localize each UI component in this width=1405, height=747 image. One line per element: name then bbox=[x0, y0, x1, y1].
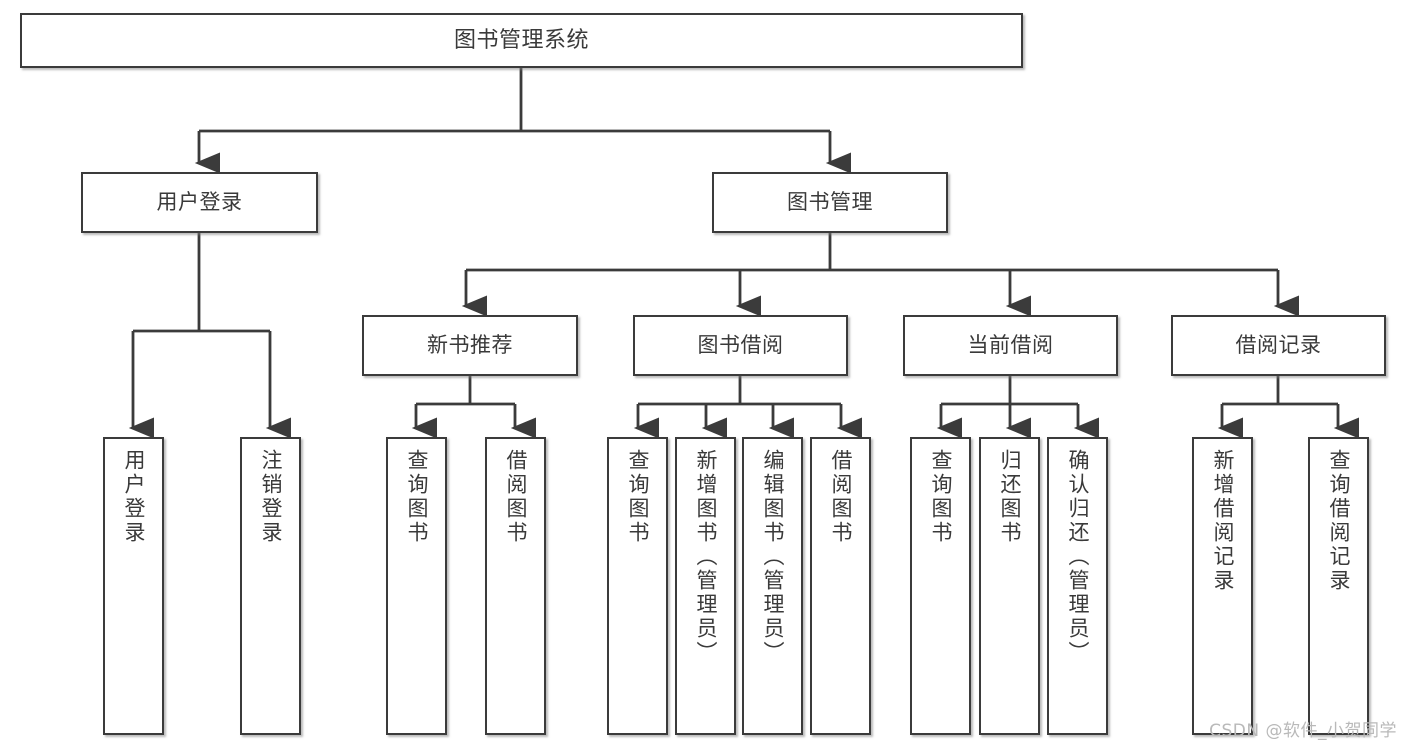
leaf-currentborrow-confirm-return-admin-label: 确认归还（管理员） bbox=[1066, 449, 1090, 665]
leaf-user-login[interactable]: 用户登录 bbox=[103, 437, 164, 735]
leaf-borrowrecord-add-record[interactable]: 新增借阅记录 bbox=[1192, 437, 1253, 735]
leaf-currentborrow-return-book[interactable]: 归还图书 bbox=[979, 437, 1040, 735]
leaf-bookborrow-edit-book-admin[interactable]: 编辑图书（管理员） bbox=[742, 437, 803, 735]
watermark: CSDN @软件_小贺同学 bbox=[1209, 721, 1397, 741]
leaf-borrowrecord-query-record-label: 查询借阅记录 bbox=[1327, 449, 1351, 593]
leaf-currentborrow-query-book[interactable]: 查询图书 bbox=[910, 437, 971, 735]
node-current-borrow-label: 当前借阅 bbox=[967, 333, 1054, 358]
leaf-currentborrow-confirm-return-admin[interactable]: 确认归还（管理员） bbox=[1047, 437, 1108, 735]
leaf-bookborrow-add-book-admin[interactable]: 新增图书（管理员） bbox=[675, 437, 736, 735]
leaf-currentborrow-return-book-label: 归还图书 bbox=[998, 449, 1022, 545]
node-current-borrow[interactable]: 当前借阅 bbox=[903, 315, 1118, 376]
leaf-bookborrow-borrow-book-label: 借阅图书 bbox=[829, 449, 853, 545]
leaf-bookborrow-query-book[interactable]: 查询图书 bbox=[607, 437, 668, 735]
leaf-newbook-borrow-book-label: 借阅图书 bbox=[504, 449, 528, 545]
leaf-bookborrow-borrow-book[interactable]: 借阅图书 bbox=[810, 437, 871, 735]
leaf-logout[interactable]: 注销登录 bbox=[240, 437, 301, 735]
leaf-bookborrow-edit-book-admin-label: 编辑图书（管理员） bbox=[761, 449, 785, 665]
leaf-logout-label: 注销登录 bbox=[259, 449, 283, 545]
node-root-label: 图书管理系统 bbox=[453, 27, 589, 53]
leaf-newbook-borrow-book[interactable]: 借阅图书 bbox=[485, 437, 546, 735]
node-user-login-label: 用户登录 bbox=[156, 190, 243, 215]
leaf-currentborrow-query-book-label: 查询图书 bbox=[929, 449, 953, 545]
node-book-management[interactable]: 图书管理 bbox=[712, 172, 948, 233]
leaf-newbook-query-book[interactable]: 查询图书 bbox=[386, 437, 447, 735]
node-borrow-record-label: 借阅记录 bbox=[1235, 333, 1322, 358]
leaf-bookborrow-query-book-label: 查询图书 bbox=[626, 449, 650, 545]
node-borrow-record[interactable]: 借阅记录 bbox=[1171, 315, 1386, 376]
node-book-borrow[interactable]: 图书借阅 bbox=[633, 315, 848, 376]
leaf-borrowrecord-add-record-label: 新增借阅记录 bbox=[1211, 449, 1235, 593]
leaf-user-login-label: 用户登录 bbox=[122, 449, 146, 545]
node-new-book-recommend-label: 新书推荐 bbox=[427, 333, 513, 358]
leaf-borrowrecord-query-record[interactable]: 查询借阅记录 bbox=[1308, 437, 1369, 735]
leaf-newbook-query-book-label: 查询图书 bbox=[405, 449, 429, 545]
node-book-management-label: 图书管理 bbox=[787, 190, 873, 215]
node-book-borrow-label: 图书借阅 bbox=[697, 333, 784, 358]
leaf-bookborrow-add-book-admin-label: 新增图书（管理员） bbox=[694, 449, 718, 665]
node-new-book-recommend[interactable]: 新书推荐 bbox=[362, 315, 578, 376]
node-user-login[interactable]: 用户登录 bbox=[81, 172, 318, 233]
node-root-book-management-system[interactable]: 图书管理系统 bbox=[20, 13, 1023, 68]
